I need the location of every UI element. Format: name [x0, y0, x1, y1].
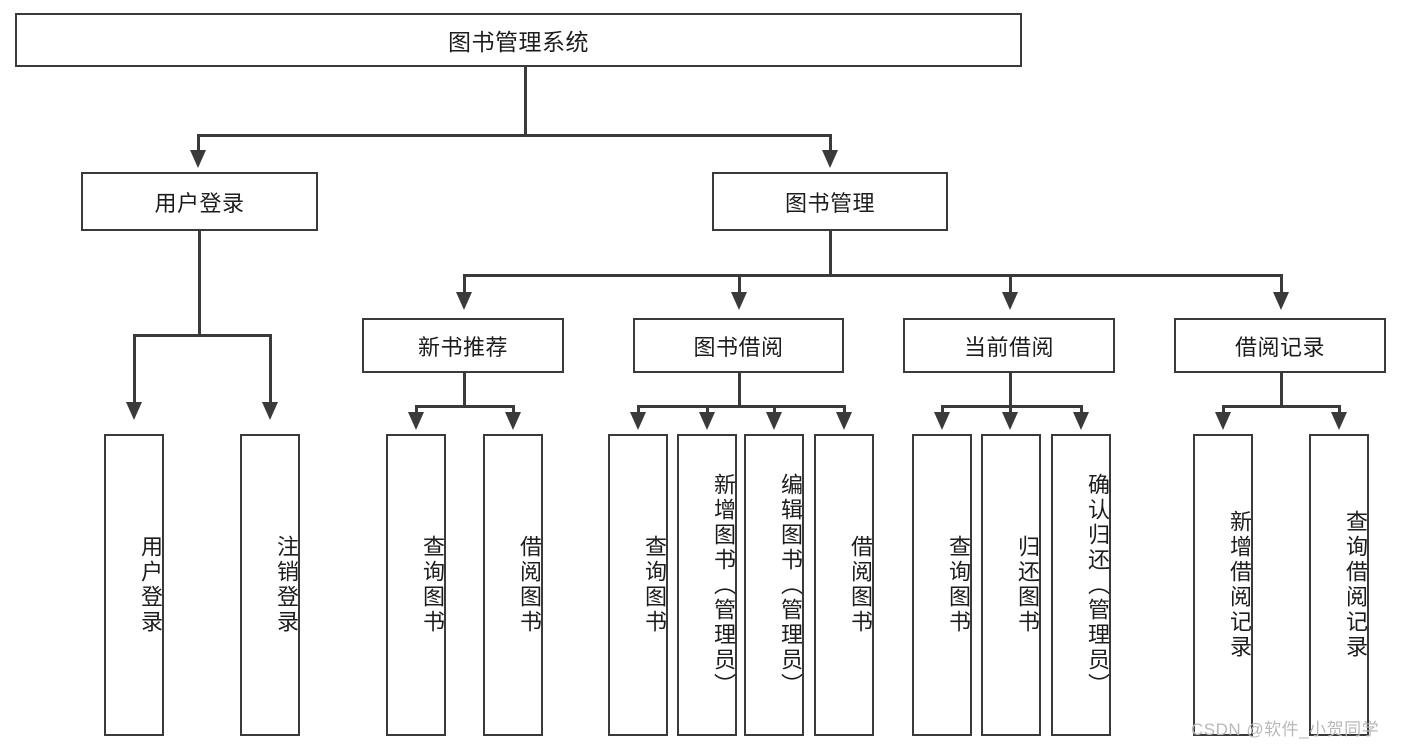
node-label: 新增借阅记录: [1227, 510, 1252, 660]
leaf-current-borrow-1[interactable]: 查询图书: [912, 434, 972, 736]
arrow-cb-leaf-2: [1002, 412, 1018, 430]
edge-nbr-stem: [463, 373, 466, 407]
edge-nbr-drop-1: [415, 405, 418, 415]
edge-bb-drop-1: [637, 405, 640, 415]
arrow-cb-leaf-1: [934, 412, 950, 430]
arrow-to-new-book-recommend: [456, 292, 472, 310]
leaf-borrow-record-1[interactable]: 新增借阅记录: [1193, 434, 1253, 736]
edge-br-bus: [1222, 405, 1338, 408]
leaf-book-borrow-3[interactable]: 编辑图书（管理员）: [744, 434, 804, 736]
node-root-book-management-system[interactable]: 图书管理系统: [15, 13, 1022, 67]
arrow-to-book-borrow: [731, 292, 747, 310]
leaf-current-borrow-2[interactable]: 归还图书: [981, 434, 1041, 736]
edge-cb-drop-1: [941, 405, 944, 415]
edge-book-management-stem: [829, 231, 832, 276]
leaf-book-borrow-1[interactable]: 查询图书: [608, 434, 668, 736]
leaf-current-borrow-3[interactable]: 确认归还（管理员）: [1051, 434, 1111, 736]
node-label: 编辑图书（管理员）: [778, 472, 803, 698]
edge-nbr-drop-2: [512, 405, 515, 415]
node-new-book-recommend[interactable]: 新书推荐: [362, 318, 564, 373]
edge-bm-drop-2: [738, 274, 741, 296]
arrow-to-current-borrow: [1002, 292, 1018, 310]
edge-bb-drop-2: [706, 405, 709, 415]
arrow-bb-leaf-2: [699, 412, 715, 430]
leaf-new-book-recommend-2[interactable]: 借阅图书: [483, 434, 543, 736]
leaf-new-book-recommend-1[interactable]: 查询图书: [386, 434, 446, 736]
node-label: 用户登录: [138, 535, 163, 635]
edge-bb-drop-3: [773, 405, 776, 415]
node-label: 当前借阅: [963, 334, 1054, 360]
node-book-borrow[interactable]: 图书借阅: [633, 318, 844, 373]
edge-nbr-bus: [415, 405, 512, 408]
node-current-borrow[interactable]: 当前借阅: [903, 318, 1115, 373]
edge-root-to-user-login: [197, 134, 200, 154]
leaf-user-login-2[interactable]: 注销登录: [240, 434, 300, 736]
edge-cb-drop-3: [1080, 405, 1083, 415]
arrow-to-book-management: [822, 150, 838, 168]
edge-br-drop-1: [1222, 405, 1225, 415]
edge-bm-drop-3: [1009, 274, 1012, 296]
arrow-cb-leaf-3: [1073, 412, 1089, 430]
node-user-login[interactable]: 用户登录: [81, 172, 318, 231]
edge-root-to-book-management: [829, 134, 832, 154]
arrow-to-borrow-record: [1273, 292, 1289, 310]
node-label: 归还图书: [1015, 535, 1040, 635]
edge-user-login-stem: [198, 231, 201, 336]
node-label: 确认归还（管理员）: [1085, 472, 1110, 698]
edge-bm-drop-4: [1280, 274, 1283, 296]
edge-br-drop-2: [1338, 405, 1341, 415]
node-label: 查询图书: [642, 535, 667, 635]
edge-user-login-drop-2: [269, 334, 272, 406]
node-label: 借阅记录: [1234, 334, 1325, 360]
edge-user-login-drop-1: [133, 334, 136, 406]
edge-bm-drop-1: [463, 274, 466, 296]
node-borrow-record[interactable]: 借阅记录: [1174, 318, 1386, 373]
arrow-nbr-leaf-1: [408, 412, 424, 430]
arrow-user-login-leaf-1: [126, 402, 142, 420]
node-label: 借阅图书: [517, 535, 542, 635]
leaf-book-borrow-4[interactable]: 借阅图书: [814, 434, 874, 736]
node-label: 新增图书（管理员）: [711, 472, 736, 698]
node-label: 借阅图书: [848, 535, 873, 635]
node-label: 查询借阅记录: [1343, 510, 1368, 660]
arrow-to-user-login: [190, 150, 206, 168]
node-label: 图书管理系统: [448, 29, 589, 55]
edge-bb-bus: [637, 405, 843, 408]
node-label: 查询图书: [946, 535, 971, 635]
arrow-bb-leaf-1: [630, 412, 646, 430]
arrow-bb-leaf-4: [836, 412, 852, 430]
node-label: 新书推荐: [417, 334, 508, 360]
edge-bb-stem: [738, 373, 741, 407]
leaf-borrow-record-2[interactable]: 查询借阅记录: [1309, 434, 1369, 736]
leaf-user-login-1[interactable]: 用户登录: [104, 434, 164, 736]
edge-bb-drop-4: [843, 405, 846, 415]
edge-user-login-bus: [133, 334, 271, 337]
node-label: 注销登录: [274, 535, 299, 635]
leaf-book-borrow-2[interactable]: 新增图书（管理员）: [677, 434, 737, 736]
node-label: 用户登录: [154, 190, 245, 216]
edge-book-management-bus: [463, 274, 1280, 277]
node-book-management[interactable]: 图书管理: [712, 172, 948, 231]
edge-root-stem: [524, 67, 527, 136]
watermark: CSDN @软件_小贺同学: [1191, 720, 1380, 739]
arrow-user-login-leaf-2: [262, 402, 278, 420]
node-label: 图书管理: [784, 190, 875, 216]
arrow-br-leaf-2: [1331, 412, 1347, 430]
edge-br-stem: [1280, 373, 1283, 407]
arrow-bb-leaf-3: [766, 412, 782, 430]
arrow-br-leaf-1: [1215, 412, 1231, 430]
node-label: 查询图书: [420, 535, 445, 635]
edge-root-bus: [197, 134, 831, 137]
arrow-nbr-leaf-2: [505, 412, 521, 430]
edge-cb-drop-2: [1009, 405, 1012, 415]
node-label: 图书借阅: [693, 334, 784, 360]
edge-cb-stem: [1009, 373, 1012, 407]
